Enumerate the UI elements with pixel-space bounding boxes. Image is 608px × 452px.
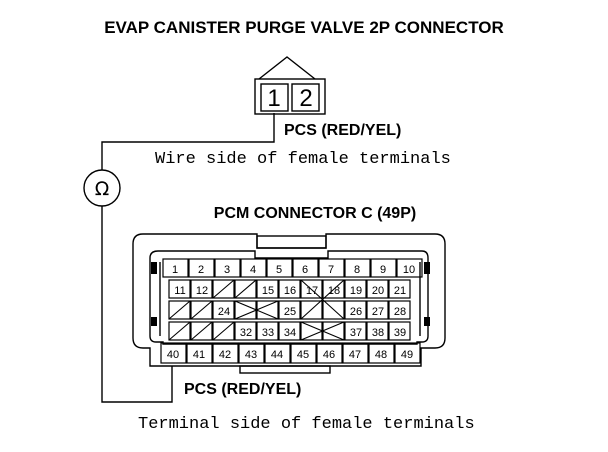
pcm-bottom-key [239, 365, 331, 374]
ohmmeter-icon: Ω [83, 169, 121, 207]
connector-pin-2: 2 [299, 85, 312, 112]
pcm-connector-shell [132, 233, 446, 374]
connector-pin-1: 1 [267, 85, 280, 112]
pin-label: 21 [394, 285, 406, 297]
connector-body [254, 78, 326, 115]
pin-label: 38 [372, 327, 384, 339]
probe-lead-to-purge-pin-1 [101, 113, 275, 170]
pin-label: 45 [297, 349, 309, 361]
pcm-row-1-labels: 1 2 3 4 5 6 7 8 9 10 [172, 264, 415, 276]
connector-pin-1-cell [260, 83, 289, 112]
purge-view-note: Wire side of female terminals [155, 150, 451, 169]
pin-label: 39 [394, 327, 406, 339]
pin-label: 34 [284, 327, 296, 339]
pin-label: 42 [219, 349, 231, 361]
pin-label: 20 [372, 285, 384, 297]
pin-label: 43 [245, 349, 257, 361]
pin-label: 1 [172, 264, 178, 276]
pcm-nub-right-lower [424, 317, 430, 326]
pin-label: 9 [380, 264, 386, 276]
pin-label: 26 [350, 306, 362, 318]
pcm-row-4-labels: 32 33 34 37 38 39 [240, 327, 406, 339]
pcm-inner-face [149, 250, 429, 345]
pin-label: 48 [375, 349, 387, 361]
pcm-row-1 [162, 258, 423, 278]
pin-label: 40 [167, 349, 179, 361]
purge-wire-label: PCS (RED/YEL) [284, 122, 401, 139]
pcm-row-5-labels: 40 41 42 43 44 45 46 47 48 49 [167, 349, 413, 361]
pcm-row-2 [168, 279, 411, 299]
pin-label: 6 [302, 264, 308, 276]
pin-label: 15 [262, 285, 274, 297]
pin-label: 3 [224, 264, 230, 276]
ohm-symbol: Ω [95, 178, 110, 200]
pcm-view-note: Terminal side of female terminals [138, 415, 475, 434]
pin-label: 12 [196, 285, 208, 297]
probe-lead-to-pcm-pin-40 [101, 206, 173, 403]
pin-label: 28 [394, 306, 406, 318]
pin-label: 17 [306, 285, 318, 297]
unused-cavity-hatching [168, 279, 345, 341]
pin-label: 11 [174, 285, 185, 297]
pcm-row-3-labels: 24 25 26 27 28 [218, 306, 406, 318]
pin-label: 10 [403, 264, 415, 276]
pcm-row-4 [168, 321, 411, 341]
pin-label: 19 [350, 285, 362, 297]
pcm-row-2-labels: 11 12 15 16 17 18 19 20 21 [174, 285, 406, 297]
pcm-nub-left-lower [151, 317, 157, 326]
pin-label: 49 [401, 349, 413, 361]
pin-label: 18 [328, 285, 340, 297]
pin-label: 32 [240, 327, 252, 339]
pin-label: 7 [328, 264, 334, 276]
pcm-lock-tab [256, 235, 327, 249]
pcm-wire-label: PCS (RED/YEL) [184, 381, 301, 398]
connector-latch [258, 56, 316, 80]
pin-label: 8 [354, 264, 360, 276]
pin-label: 47 [349, 349, 361, 361]
purge-valve-connector [254, 56, 326, 115]
pin-label: 25 [284, 306, 296, 318]
pin-label: 27 [372, 306, 384, 318]
pin-label: 16 [284, 285, 296, 297]
pcm-row-5 [160, 342, 421, 364]
pin-label: 44 [271, 349, 283, 361]
diagram-title: EVAP CANISTER PURGE VALVE 2P CONNECTOR [104, 18, 504, 37]
pin-label: 33 [262, 327, 274, 339]
pcm-nub-right-upper [424, 262, 430, 274]
pin-label: 4 [250, 264, 256, 276]
pcm-keying-nubs [151, 262, 430, 326]
pin-label: 46 [323, 349, 335, 361]
connector-pin-2-cell [291, 83, 320, 112]
pin-label: 5 [276, 264, 282, 276]
pin-label: 41 [193, 349, 205, 361]
pin-label: 24 [218, 306, 230, 318]
pcm-nub-left-upper [151, 262, 157, 274]
pcm-connector-title: PCM CONNECTOR C (49P) [214, 205, 416, 222]
pin-label: 37 [350, 327, 362, 339]
pcm-outer-shell [132, 233, 446, 367]
pin-label: 2 [198, 264, 204, 276]
test-leads [101, 113, 275, 403]
